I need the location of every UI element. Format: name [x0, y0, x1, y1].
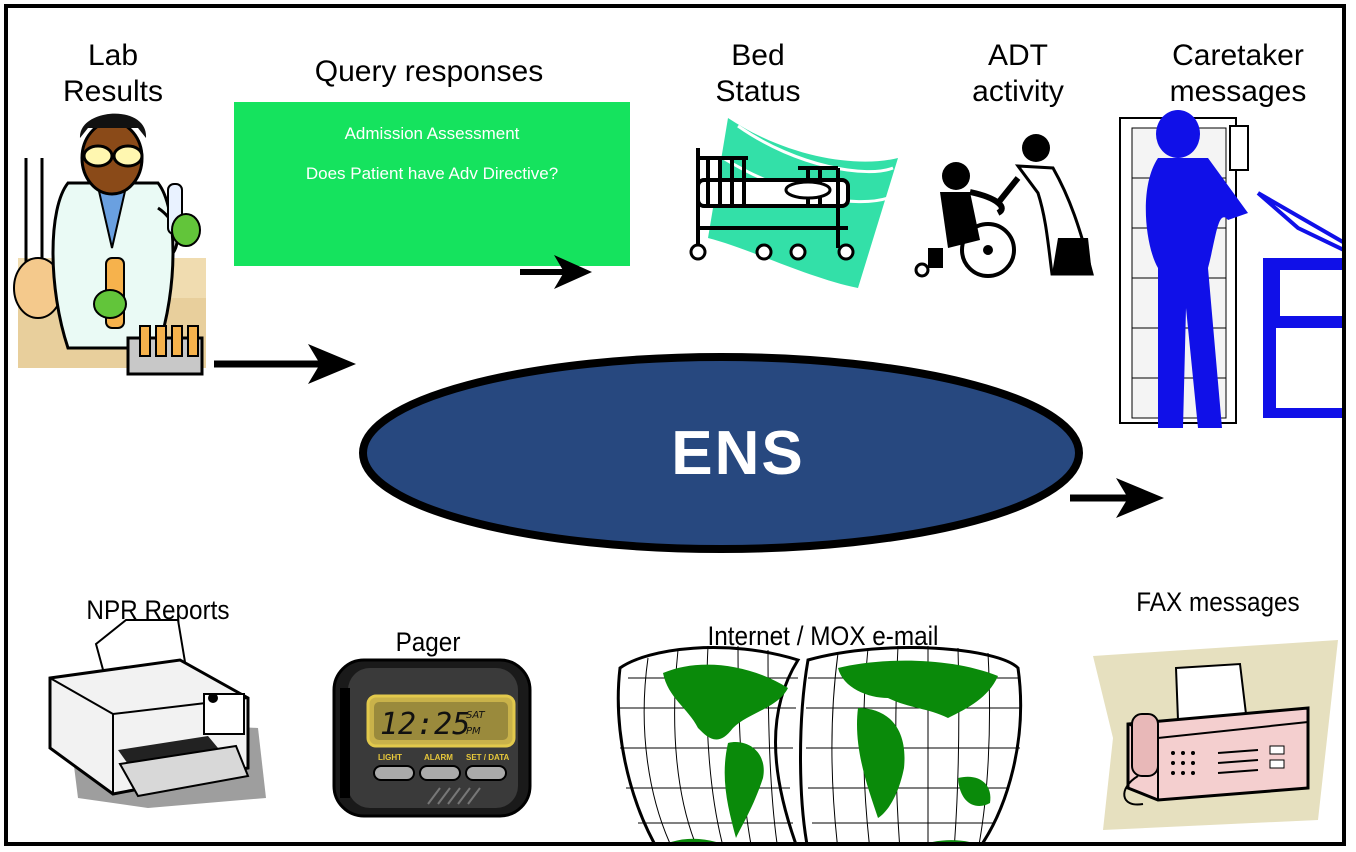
- internet-email-label: Internet / MOX e-mail: [707, 621, 939, 651]
- printer-icon: [48, 619, 266, 808]
- pager-label: Pager: [395, 627, 461, 657]
- pager-btn-alarm: ALARM: [424, 753, 453, 762]
- query-responses-label: Query responses: [314, 55, 544, 88]
- wheelchair-icon: [914, 134, 1094, 278]
- diagram-graphics: 12:25 SAT PM LIGHT ALARM SET / DATA: [13, 110, 1342, 842]
- arrow-query-to-ens: [520, 255, 592, 289]
- pager-day: SAT: [466, 710, 485, 721]
- pager-btn-set: SET / DATA: [466, 753, 509, 762]
- pager-btn-light: LIGHT: [378, 753, 402, 762]
- fax-messages-label: FAX messages: [1136, 587, 1300, 617]
- pager-icon: 12:25 SAT PM LIGHT ALARM SET / DATA: [332, 658, 532, 818]
- query-response-box: Admission Assessment Does Patient have A…: [234, 102, 630, 266]
- caretaker-icon: [1119, 110, 1342, 428]
- world-map-icon: [616, 645, 1023, 842]
- hospital-bed-icon: [689, 118, 898, 288]
- ens-ellipse: [359, 353, 1083, 553]
- ens-label: ENS: [671, 419, 805, 488]
- arrow-ens-out: [1070, 478, 1164, 518]
- pager-ampm: PM: [466, 726, 481, 737]
- fax-machine-icon: [1093, 640, 1338, 830]
- arrow-lab-to-ens: [214, 344, 356, 384]
- lab-technician-icon: [13, 113, 206, 376]
- pager-time: 12:25: [380, 707, 470, 742]
